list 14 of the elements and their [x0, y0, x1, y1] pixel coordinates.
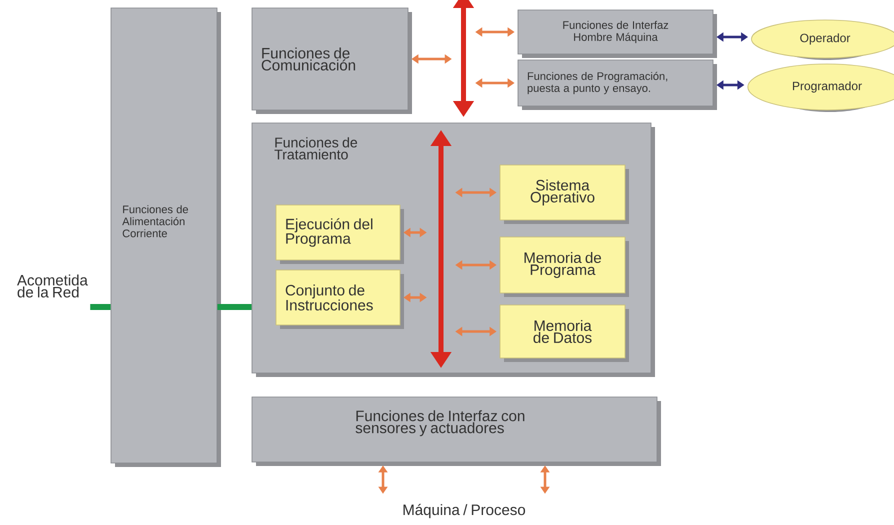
- module-box: Memoria de Programa: [500, 236, 629, 297]
- function-box: Funciones de Comunicación: [252, 8, 412, 114]
- module-box: Conjunto de Instrucciones: [276, 270, 404, 329]
- function-box: Funciones de Alimentación Corriente: [110, 8, 221, 467]
- module-box: Memoria de Datos: [500, 304, 629, 362]
- text-label: Acometida de la Red: [17, 274, 88, 298]
- text-label: Máquina / Proceso: [404, 504, 526, 518]
- function-box: Funciones de Interfaz con sensores y actuadores: [252, 396, 661, 466]
- function-box: Funciones de Programación, puesta a punto y ensayo.: [518, 60, 717, 110]
- function-box: Funciones de Interfaz Hombre Máquina: [518, 10, 717, 58]
- module-box: Sistema Operativo: [500, 164, 629, 224]
- power-line: [90, 304, 111, 310]
- power-line: [217, 304, 252, 310]
- module-box: Ejecución del Programa: [276, 204, 404, 264]
